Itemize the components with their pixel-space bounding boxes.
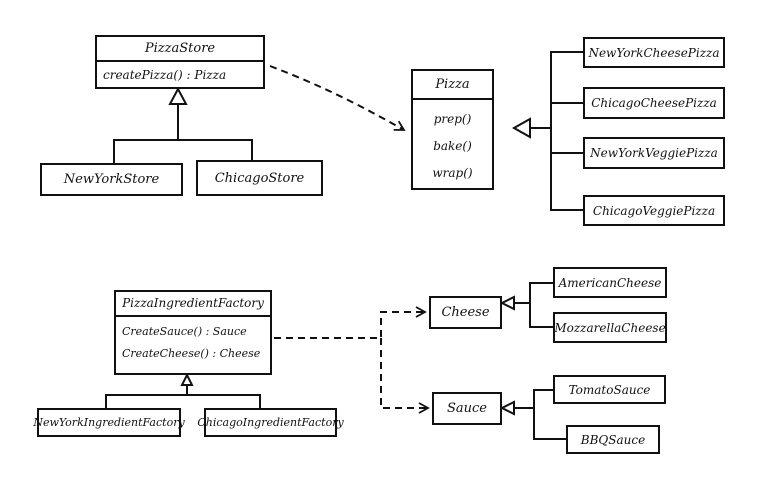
tomato-sauce-class: TomatoSauce xyxy=(553,375,666,404)
pizza-op-prep: prep() xyxy=(433,112,472,126)
pizza-class: Pizza prep() bake() wrap() xyxy=(411,69,494,190)
chicago-store-class: ChicagoStore xyxy=(196,160,323,196)
ingredient-factory-title: PizzaIngredientFactory xyxy=(116,292,270,317)
chicago-veggie-pizza-class: ChicagoVeggiePizza xyxy=(583,195,725,226)
factory-inheritance-connector xyxy=(105,394,261,408)
bbq-sauce-class: BBQSauce xyxy=(566,425,660,454)
factory-to-cheese-dependency xyxy=(274,306,427,339)
cheese-class: Cheese xyxy=(429,296,502,329)
sauce-inheritance-connector xyxy=(533,389,566,440)
factory-generalization-arrow xyxy=(180,372,194,386)
store-generalization-arrow xyxy=(168,86,188,105)
factory-op-create-sauce: CreateSauce() : Sauce xyxy=(122,325,247,338)
pizza-generalization-arrow xyxy=(511,117,531,139)
pizza-store-title: PizzaStore xyxy=(97,37,263,62)
cheese-inheritance-connector xyxy=(529,282,553,328)
factory-op-create-cheese: CreateCheese() : Cheese xyxy=(122,347,261,360)
mozzarella-cheese-class: MozzarellaCheese xyxy=(553,312,667,343)
new-york-store-class: NewYorkStore xyxy=(40,163,183,196)
pizza-op-wrap: wrap() xyxy=(432,166,473,180)
chicago-ingredient-factory-class: ChicagoIngredientFactory xyxy=(197,408,344,437)
new-york-ingredient-factory-class: NewYorkIngredientFactory xyxy=(33,408,185,437)
american-cheese-class: AmericanCheese xyxy=(553,267,667,298)
sauce-generalization-arrow xyxy=(499,400,515,416)
new-york-cheese-pizza-class: NewYorkCheesePizza xyxy=(583,37,725,68)
factory-to-sauce-dependency xyxy=(380,338,430,414)
pizza-store-op-create-pizza: createPizza() : Pizza xyxy=(103,68,227,82)
chicago-cheese-pizza-class: ChicagoCheesePizza xyxy=(583,87,725,119)
sauce-class: Sauce xyxy=(432,392,502,425)
ingredient-factory-class: PizzaIngredientFactory CreateSauce() : S… xyxy=(114,290,272,375)
store-to-pizza-dependency xyxy=(269,65,406,131)
pizza-title: Pizza xyxy=(413,71,492,100)
store-inheritance-connector xyxy=(113,139,253,163)
new-york-veggie-pizza-class: NewYorkVeggiePizza xyxy=(583,137,725,169)
cheese-generalization-arrow xyxy=(499,295,515,311)
pizza-op-bake: bake() xyxy=(433,139,472,153)
pizza-inheritance-connector xyxy=(550,51,583,211)
pizza-store-class: PizzaStore createPizza() : Pizza xyxy=(95,35,265,89)
